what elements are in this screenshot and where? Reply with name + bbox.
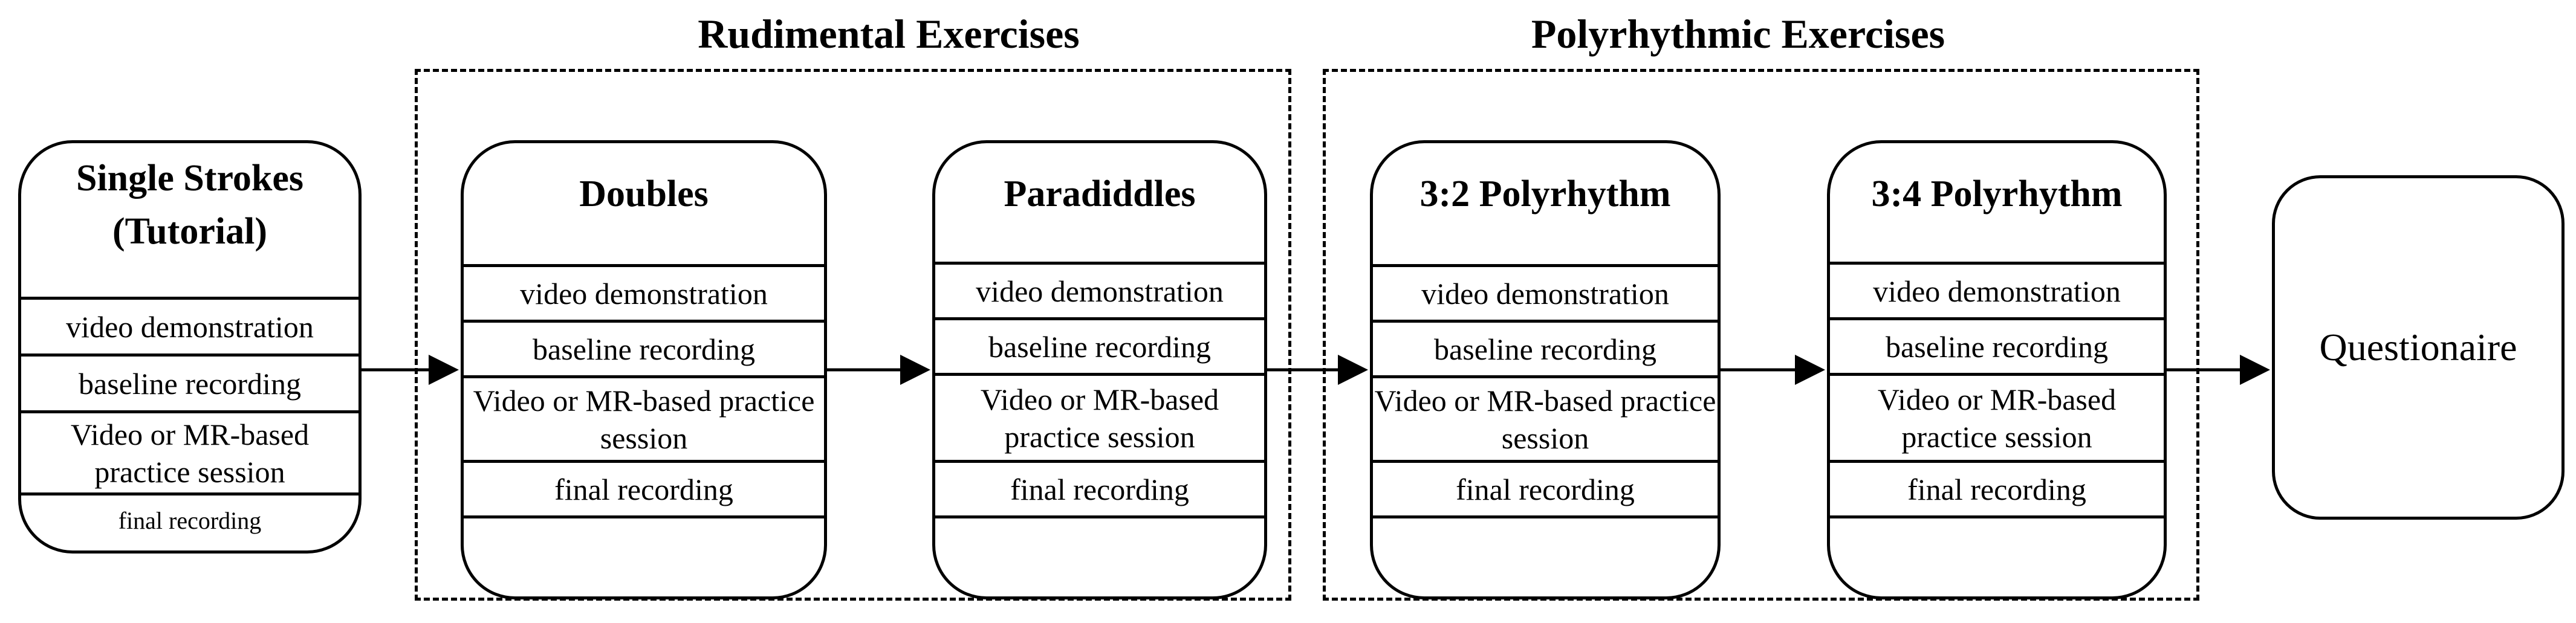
card-title: 3:4 Polyrhythm <box>1871 173 2123 215</box>
polyrhythmic-group-title: Polyrhythmic Exercises <box>1531 11 1945 57</box>
card-title: Doubles <box>579 173 709 215</box>
row-empty <box>464 515 824 596</box>
card-single-strokes: Single Strokes (Tutorial) video demonstr… <box>18 140 362 554</box>
questionnaire-box: Questionaire <box>2272 175 2565 520</box>
row-video-demonstration: video demonstration <box>1830 262 2164 317</box>
row-final-recording: final recording <box>1830 460 2164 515</box>
card-polyrhythm-3-2: 3:2 Polyrhythm video demonstration basel… <box>1370 140 1721 599</box>
row-empty <box>1830 515 2164 596</box>
row-final-recording: final recording <box>935 460 1264 515</box>
row-practice-session: Video or MR-based practice session <box>935 373 1264 460</box>
row-practice-session: Video or MR-based practice session <box>1373 375 1718 460</box>
row-baseline-recording: baseline recording <box>1830 317 2164 373</box>
row-baseline-recording: baseline recording <box>464 320 824 375</box>
row-baseline-recording: baseline recording <box>21 353 358 410</box>
questionnaire-label: Questionaire <box>2319 326 2517 369</box>
card-polyrhythm-3-4: 3:4 Polyrhythm video demonstration basel… <box>1827 140 2167 599</box>
row-empty <box>1373 515 1718 596</box>
row-video-demonstration: video demonstration <box>935 262 1264 317</box>
row-video-demonstration: video demonstration <box>1373 264 1718 320</box>
rudimental-group-title: Rudimental Exercises <box>698 11 1080 57</box>
card-title: Single Strokes (Tutorial) <box>76 158 304 252</box>
card-title: 3:2 Polyrhythm <box>1419 173 1671 215</box>
card-paradiddles: Paradiddles video demonstration baseline… <box>932 140 1267 599</box>
row-final-recording: final recording <box>21 492 358 550</box>
row-final-recording: final recording <box>1373 460 1718 515</box>
rudimental-group-box <box>415 69 1291 601</box>
row-baseline-recording: baseline recording <box>935 317 1264 373</box>
row-final-recording: final recording <box>464 460 824 515</box>
row-practice-session: Video or MR-based practice session <box>464 375 824 460</box>
card-title: Paradiddles <box>1004 173 1196 215</box>
row-video-demonstration: video demonstration <box>21 297 358 353</box>
row-empty <box>935 515 1264 596</box>
card-doubles: Doubles video demonstration baseline rec… <box>461 140 827 599</box>
row-practice-session: Video or MR-based practice session <box>1830 373 2164 460</box>
polyrhythmic-group-box <box>1323 69 2199 601</box>
row-video-demonstration: video demonstration <box>464 264 824 320</box>
row-baseline-recording: baseline recording <box>1373 320 1718 375</box>
row-practice-session: Video or MR-based practice session <box>21 410 358 492</box>
